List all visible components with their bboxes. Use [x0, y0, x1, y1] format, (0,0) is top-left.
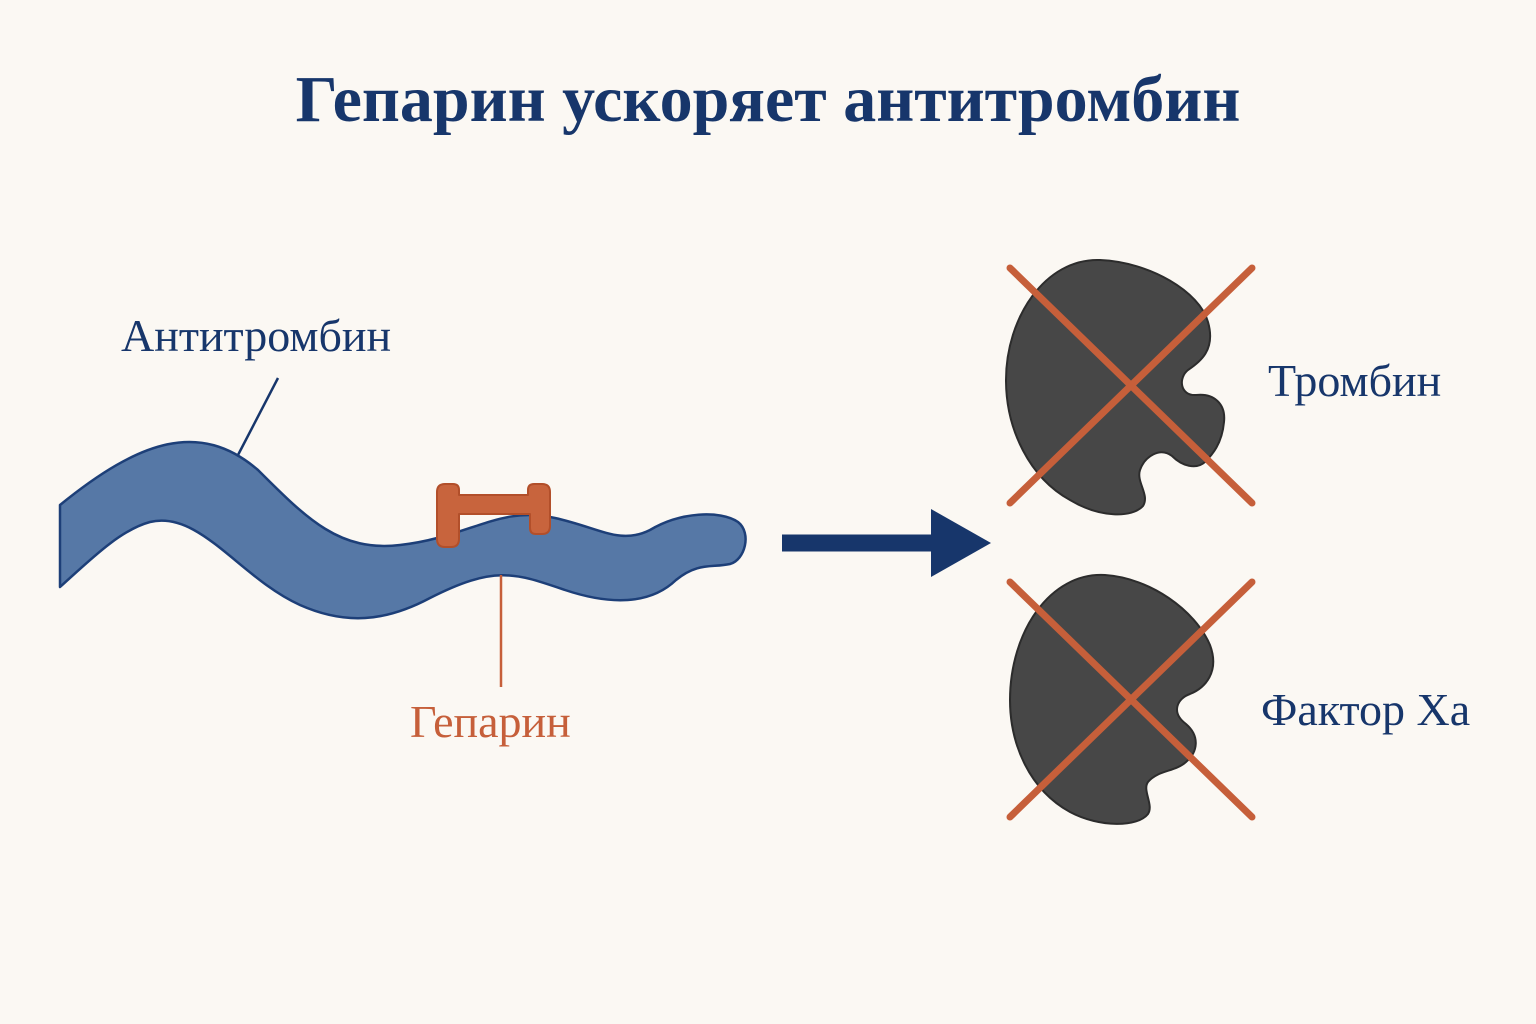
reaction-arrow — [782, 509, 991, 577]
thrombin-label: Тромбин — [1268, 355, 1442, 406]
heparin-label: Гепарин — [410, 696, 571, 747]
antithrombin-ribbon — [58, 440, 747, 620]
antithrombin-leader-line — [236, 377, 280, 456]
antithrombin-label: Антитромбин — [121, 310, 392, 361]
factor-xa-enzyme — [1008, 573, 1215, 825]
diagram-title: Гепарин ускоряет антитромбин — [295, 63, 1241, 136]
thrombin-inhibited-cross — [1006, 264, 1256, 507]
heparin-molecule — [436, 483, 551, 548]
factor-xa-label: Фактор Xa — [1261, 684, 1471, 735]
factor-xa-inhibited-cross — [1006, 578, 1256, 821]
